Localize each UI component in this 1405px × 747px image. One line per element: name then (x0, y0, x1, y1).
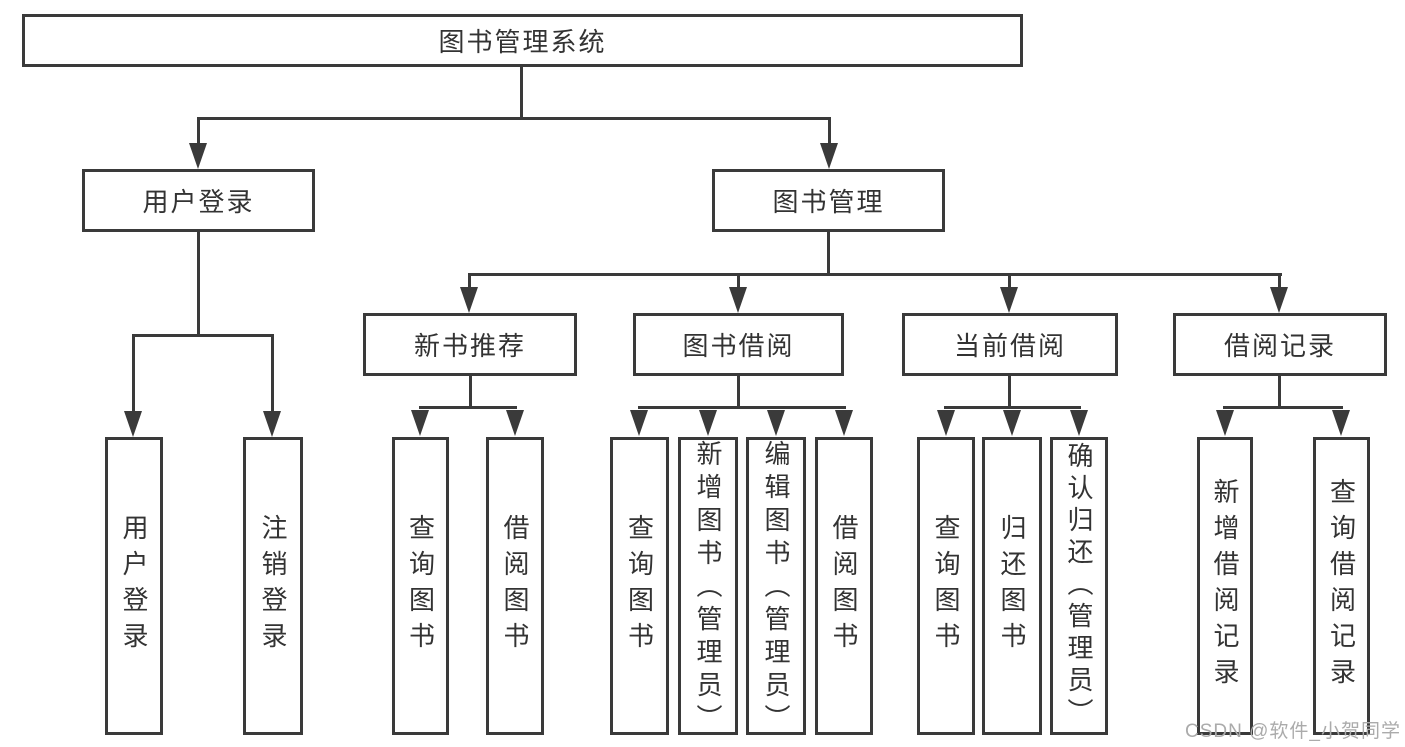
node-borrow-records-label: 借阅记录 (1223, 331, 1336, 361)
node-leaf-borrow-book-2: 借阅图书 (815, 437, 873, 735)
csdn-watermark: CSDN @软件_小贺同学 (1185, 721, 1401, 742)
connector-line (468, 273, 471, 289)
node-new-books: 新书推荐 (363, 313, 577, 376)
arrow-down-icon (189, 143, 207, 169)
connector-line (638, 406, 846, 409)
arrow-down-icon (1000, 287, 1018, 313)
node-borrow-records: 借阅记录 (1173, 313, 1387, 376)
connector-line (827, 232, 830, 276)
node-leaf-borrow-book-1: 借阅图书 (486, 437, 544, 735)
node-current-borrow: 当前借阅 (902, 313, 1118, 376)
arrow-down-icon (767, 410, 785, 436)
node-new-books-label: 新书推荐 (413, 331, 526, 361)
node-root: 图书管理系统 (22, 14, 1023, 67)
node-book-mgmt-label: 图书管理 (772, 187, 885, 217)
connector-line (132, 334, 274, 337)
connector-line (271, 334, 274, 413)
connector-line (197, 117, 200, 146)
node-leaf-borrow-book-2-label: 借阅图书 (829, 514, 859, 658)
node-leaf-borrow-book-1-label: 借阅图书 (500, 514, 530, 658)
node-leaf-add-borrow-record: 新增借阅记录 (1197, 437, 1253, 735)
connector-line (1278, 273, 1281, 289)
arrow-down-icon (835, 410, 853, 436)
connector-line (197, 232, 200, 337)
node-leaf-edit-book-admin-label: 编辑图书（管理员） (761, 440, 791, 737)
arrow-down-icon (506, 410, 524, 436)
node-leaf-query-book-3: 查询图书 (917, 437, 975, 735)
connector-line (737, 273, 740, 289)
connector-line (419, 406, 517, 409)
node-leaf-add-book-admin: 新增图书（管理员） (678, 437, 738, 737)
arrow-down-icon (937, 410, 955, 436)
node-root-label: 图书管理系统 (438, 27, 607, 57)
arrow-down-icon (820, 143, 838, 169)
arrow-down-icon (263, 411, 281, 437)
node-leaf-add-borrow-record-label: 新增借阅记录 (1210, 478, 1240, 694)
node-leaf-query-book-1: 查询图书 (392, 437, 449, 735)
node-leaf-query-borrow-record-label: 查询借阅记录 (1326, 478, 1357, 694)
arrow-down-icon (729, 287, 747, 313)
node-book-borrow-label: 图书借阅 (682, 331, 795, 361)
node-leaf-edit-book-admin: 编辑图书（管理员） (746, 437, 806, 737)
arrow-down-icon (1332, 410, 1350, 436)
node-leaf-query-book-3-label: 查询图书 (931, 514, 961, 658)
node-leaf-logout-label: 注销登录 (258, 514, 288, 658)
arrow-down-icon (699, 410, 717, 436)
connector-line (828, 117, 831, 146)
arrow-down-icon (1216, 410, 1234, 436)
connector-line (197, 117, 831, 120)
node-leaf-return-book-label: 归还图书 (997, 514, 1027, 658)
node-leaf-return-book: 归还图书 (982, 437, 1042, 735)
arrow-down-icon (1270, 287, 1288, 313)
node-leaf-user-login: 用户登录 (105, 437, 163, 735)
connector-line (1008, 273, 1011, 289)
node-leaf-confirm-return-admin: 确认归还（管理员） (1050, 437, 1108, 735)
arrow-down-icon (1003, 410, 1021, 436)
connector-line (132, 334, 135, 413)
node-leaf-query-book-2: 查询图书 (610, 437, 669, 735)
arrow-down-icon (1070, 410, 1088, 436)
connector-line (1278, 376, 1281, 408)
connector-line (520, 67, 523, 118)
arrow-down-icon (460, 287, 478, 313)
arrow-down-icon (124, 411, 142, 437)
node-user-login: 用户登录 (82, 169, 315, 232)
node-book-mgmt: 图书管理 (712, 169, 945, 232)
connector-line (468, 273, 1282, 276)
node-leaf-query-book-2-label: 查询图书 (624, 514, 655, 658)
arrow-down-icon (411, 410, 429, 436)
node-leaf-query-borrow-record: 查询借阅记录 (1313, 437, 1370, 735)
node-leaf-query-book-1-label: 查询图书 (405, 514, 436, 658)
connector-line (469, 376, 472, 408)
node-current-borrow-label: 当前借阅 (953, 331, 1066, 361)
connector-line (1223, 406, 1343, 409)
node-book-borrow: 图书借阅 (633, 313, 844, 376)
connector-line (944, 406, 1081, 409)
node-leaf-add-book-admin-label: 新增图书（管理员） (693, 440, 723, 737)
node-leaf-logout: 注销登录 (243, 437, 303, 735)
node-user-login-label: 用户登录 (142, 187, 255, 217)
node-leaf-confirm-return-admin-label: 确认归还（管理员） (1064, 442, 1094, 730)
connector-line (1008, 376, 1011, 408)
arrow-down-icon (630, 410, 648, 436)
node-leaf-user-login-label: 用户登录 (119, 514, 149, 658)
connector-line (737, 376, 740, 408)
